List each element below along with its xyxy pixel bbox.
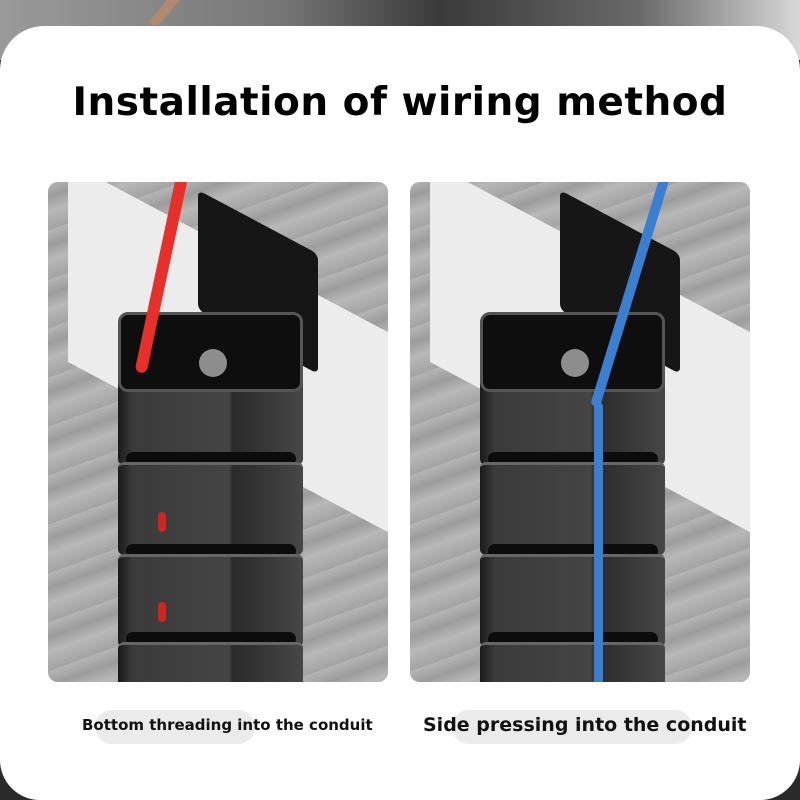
caption-bottom-threading: Bottom threading into the conduit — [82, 716, 373, 734]
blue-wire — [594, 402, 603, 682]
photo-side-pressing — [410, 182, 750, 682]
photo-bottom-threading — [48, 182, 388, 682]
conduit-segment — [118, 554, 303, 647]
conduit-segment — [118, 642, 303, 682]
red-wire-visible — [158, 602, 166, 622]
conduit-segment — [480, 642, 665, 682]
conduit-hub — [561, 349, 589, 377]
cable-conduit — [480, 312, 680, 682]
conduit-opening — [480, 312, 665, 392]
conduit-segment — [118, 462, 303, 555]
conduit-hub — [199, 349, 227, 377]
page-title: Installation of wiring method — [72, 80, 728, 125]
captions: Bottom threading into the conduit Side p… — [0, 710, 800, 744]
caption-pill — [452, 710, 692, 744]
caption-pill — [95, 710, 255, 744]
caption-side-pressing: Side pressing into the conduit — [423, 714, 747, 736]
red-wire-visible — [158, 512, 166, 532]
conduit-segment — [480, 554, 665, 647]
conduit-segment — [480, 462, 665, 555]
cable-conduit — [118, 312, 318, 682]
